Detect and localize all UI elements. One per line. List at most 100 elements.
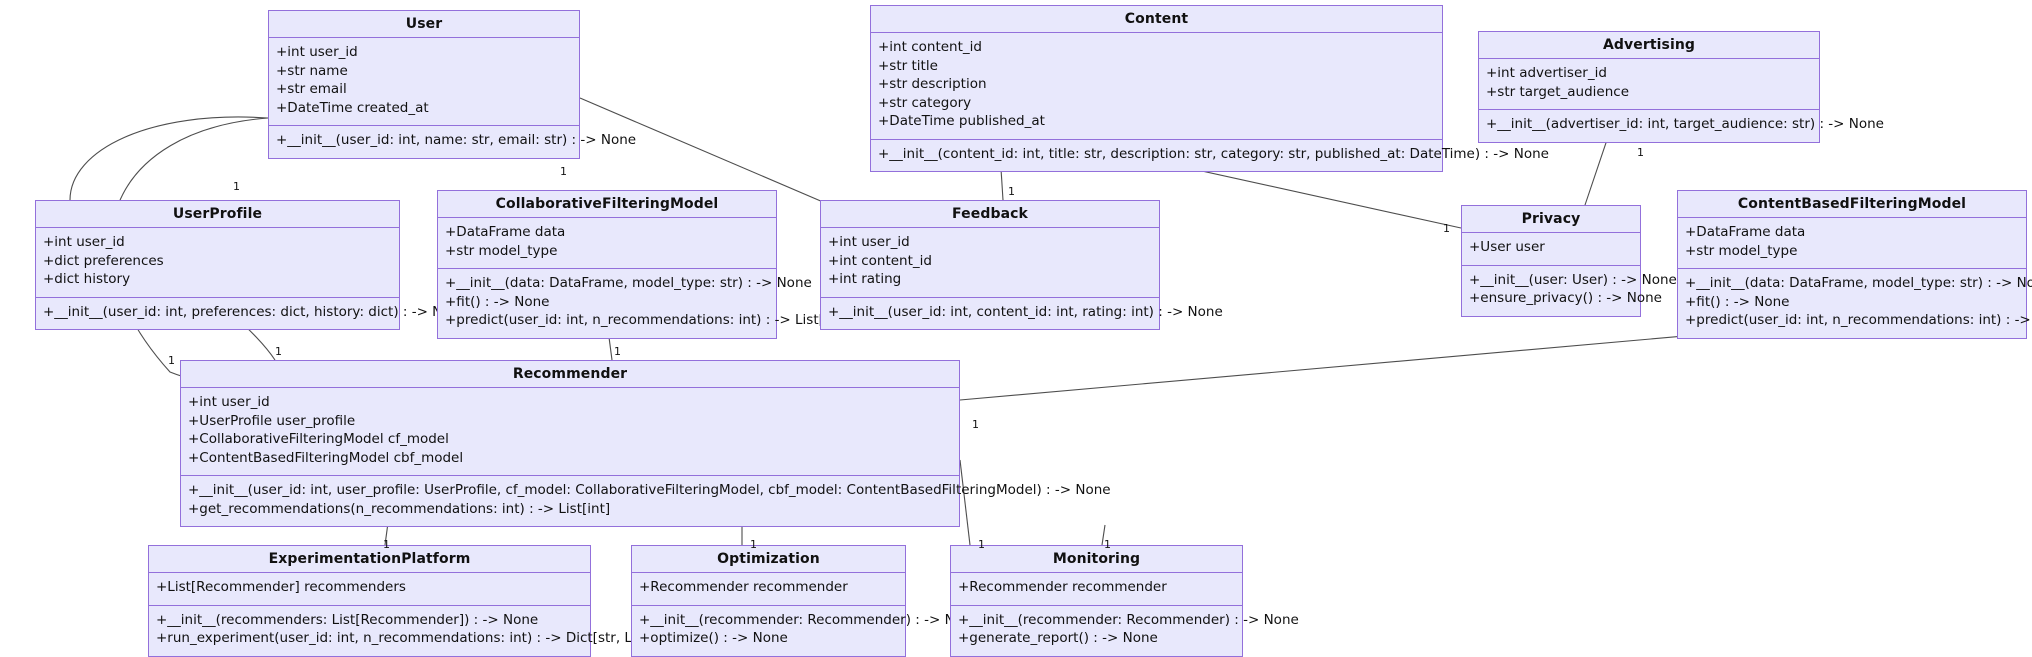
attribute-row: +ContentBasedFilteringModel cbf_model [188,449,464,466]
multiplicity-label: 1 [1008,185,1015,198]
multiplicity-label: 1 [972,418,979,431]
class-box-experimentation[interactable]: ExperimentationPlatform +List[Recommender… [148,545,682,657]
method-row: +__init__(content_id: int, title: str, d… [878,145,1549,162]
multiplicity-label: 1 [750,538,757,551]
class-box-user[interactable]: User +int user_id +str name +str email +Date… [268,10,637,159]
methods-section-user: +__init__(user_id: int, name: str, email… [269,126,637,158]
attribute-row: +DataFrame data [1685,224,1806,240]
class-box-cfmodel[interactable]: CollaborativeFilteringModel+DataFrame da… [437,190,847,339]
attributes-section-content: +int content_id +str title +str descriptio… [871,33,1442,140]
attribute-row: +int user_id [188,394,270,410]
attributes-section-monitoring: +Recommender recommender [951,573,1242,606]
methods-section-cbfmodel: +__init__(data: DataFrame, model_type: s… [1678,269,2032,338]
attribute-row: +int user_id [828,234,910,250]
multiplicity-label: 1 [1637,146,1644,159]
method-row: +optimize() : -> None [639,630,788,646]
methods-section-optimization: +__init__(recommender: Recommender) : ->… [632,606,980,656]
method-row: +__init__(user: User) : -> None [1469,271,1677,288]
method-row: +ensure_privacy() : -> None [1469,290,1662,306]
class-name-experimentation: ExperimentationPlatform [149,546,590,573]
class-name-user: User [269,11,579,38]
attribute-row: +List[Recommender] recommenders [156,579,406,595]
multiplicity-label: 1 [233,180,240,193]
attribute-row: +DataFrame data [445,224,566,240]
class-box-advertising[interactable]: Advertising +int advertiser_id +str target… [1478,31,1884,143]
attribute-row: +str title [878,57,938,74]
multiplicity-label: 1 [383,538,390,551]
method-row: +__init__(user_id: int, preferences: dic… [43,303,468,320]
attributes-section-optimization: +Recommender recommender [632,573,905,606]
class-name-recommender: Recommender [181,361,959,388]
method-row: +fit() : -> None [1685,293,1790,310]
method-row: +predict(user_id: int, n_recommendations… [1685,312,2032,328]
method-row: +predict(user_id: int, n_recommendations… [445,312,847,328]
multiplicity-label: 1 [168,354,175,367]
class-box-feedback[interactable]: Feedback+int user_id+int content_id+int … [820,200,1223,330]
multiplicity-label: 1 [1104,538,1111,551]
method-row: +generate_report() : -> None [958,630,1158,646]
attributes-section-cfmodel: +DataFrame data+str model_type [438,218,776,269]
attribute-row: +str category [878,94,972,111]
class-box-privacy[interactable]: Privacy+User user+__init__(user: User) :… [1461,205,1677,317]
multiplicity-label: 1 [560,165,567,178]
class-name-feedback: Feedback [821,201,1159,228]
attribute-row: +str email [276,81,347,97]
attribute-row: +int user_id [276,44,358,60]
attribute-row: +int advertiser_id [1486,65,1607,81]
attribute-row: +UserProfile user_profile [188,412,356,429]
method-row: +get_recommendations(n_recommendations: … [188,500,611,517]
attribute-row: +str name [276,62,348,79]
class-name-monitoring: Monitoring [951,546,1242,573]
attribute-row: +DateTime published_at [878,113,1045,129]
class-name-privacy: Privacy [1462,206,1640,233]
attribute-row: +Recommender recommender [639,579,848,595]
methods-section-advertising: +__init__(advertiser_id: int, target_aud… [1479,110,1884,142]
method-row: +run_experiment(user_id: int, n_recommen… [156,630,682,646]
class-box-content[interactable]: Content +int content_id +str title +str des… [870,5,1549,172]
multiplicity-label: 1 [1443,222,1450,235]
method-row: +__init__(recommender: Recommender) : ->… [958,611,1299,628]
class-box-recommender[interactable]: Recommender +int user_id +UserProfile user… [180,360,1111,527]
attribute-row: +CollaborativeFilteringModel cf_model [188,431,449,447]
multiplicity-label: 1 [275,345,282,358]
method-row: +__init__(user_id: int, user_profile: Us… [188,482,1111,498]
attributes-section-feedback: +int user_id +int content_id +int rating [821,228,1159,298]
methods-section-content: +__init__(content_id: int, title: str, d… [871,140,1549,172]
class-name-optimization: Optimization [632,546,905,573]
attribute-row: +str model_type [1685,242,1798,259]
attribute-row: +str description [878,76,987,92]
class-name-advertising: Advertising [1479,32,1819,59]
method-row: +__init__(user_id: int, name: str, email… [276,132,637,148]
method-row: +__init__(user_id: int, content_id: int,… [828,303,1223,320]
attribute-row: +DateTime created_at [276,99,429,116]
methods-section-userprofile: +__init__(user_id: int, preferences: dic… [36,298,468,330]
methods-section-experimentation: +__init__(recommenders: List[Recommender… [149,606,682,656]
multiplicity-label: 1 [978,538,985,551]
attributes-section-user: +int user_id +str name +str email +DateTime… [269,38,579,126]
attributes-section-advertising: +int advertiser_id +str target_audience [1479,59,1819,110]
attributes-section-experimentation: +List[Recommender] recommenders [149,573,590,606]
attribute-row: +int user_id [43,234,125,250]
methods-section-privacy: +__init__(user: User) : -> None +ensure_p… [1462,266,1677,316]
methods-section-monitoring: +__init__(recommender: Recommender) : ->… [951,606,1299,656]
class-name-content: Content [871,6,1442,33]
edge-recommender-monitoring [959,459,971,546]
class-box-optimization[interactable]: Optimization +Recommender recommender +__i… [631,545,980,657]
class-name-userprofile: UserProfile [36,201,399,228]
method-row: +__init__(recommenders: List[Recommender… [156,611,539,628]
edge-user-feedback [579,97,831,206]
method-row: +__init__(data: DataFrame, model_type: s… [445,275,812,291]
attribute-row: +dict preferences [43,252,164,269]
class-name-cfmodel: CollaborativeFilteringModel [438,191,776,218]
attribute-row: +str target_audience [1486,83,1630,100]
class-box-cbfmodel[interactable]: ContentBasedFilteringModel+DataFrame dat… [1677,190,2032,339]
attribute-row: +dict history [43,271,131,287]
attribute-row: +int content_id [878,39,982,55]
class-box-userprofile[interactable]: UserProfile +int user_id +dict preferences… [35,200,468,330]
attributes-section-cbfmodel: +DataFrame data +str model_type [1678,218,2026,269]
methods-section-cfmodel: +__init__(data: DataFrame, model_type: s… [438,269,847,338]
class-box-monitoring[interactable]: Monitoring+Recommender recommender +__ini… [950,545,1299,657]
methods-section-recommender: +__init__(user_id: int, user_profile: Us… [181,476,1111,526]
attribute-row: +int content_id [828,252,932,269]
attribute-row: +int rating [828,271,902,287]
